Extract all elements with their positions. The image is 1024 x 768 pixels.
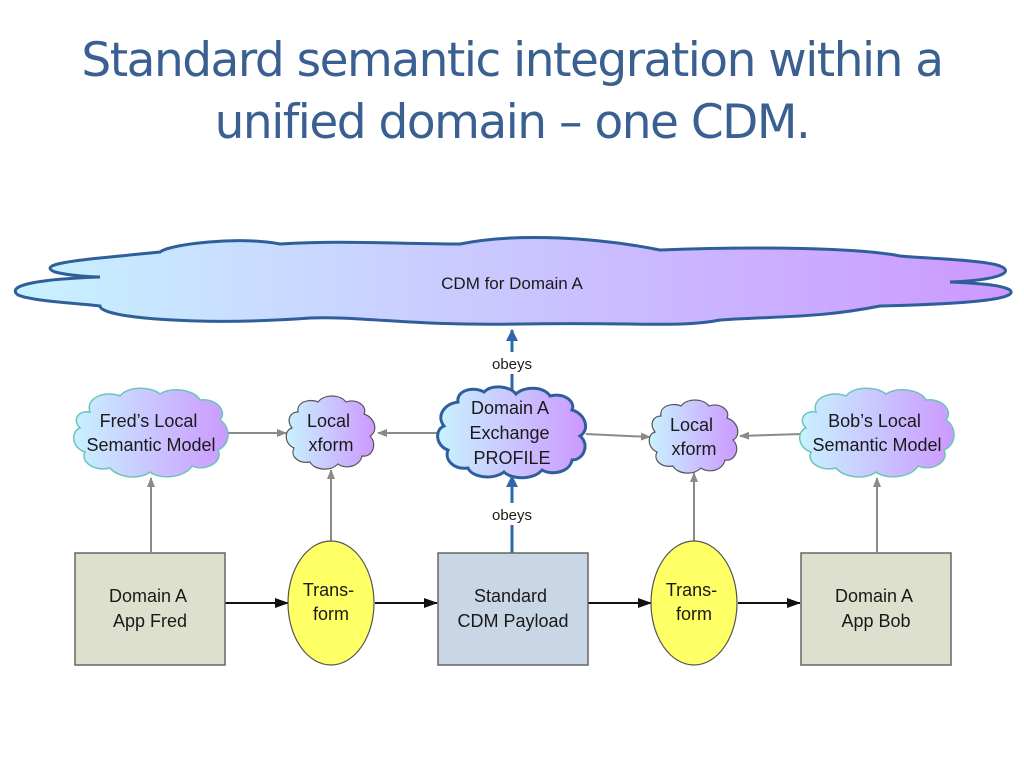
profile-line1: Domain A: [471, 398, 549, 418]
cdm-cloud-shape: [14, 235, 1013, 326]
right-xform-line1: Local: [670, 415, 713, 435]
bob-model-line2: Semantic Model: [812, 435, 941, 455]
left-transform-line1: Trans-: [303, 580, 354, 600]
bob-model-cloud-shape: [799, 387, 955, 478]
obeys-label-bottom: obeys: [492, 507, 532, 524]
slide-title: Standard semantic integration within a u…: [0, 30, 1024, 154]
profile-line2: Exchange: [469, 423, 549, 443]
right-xform-line2: xform: [672, 439, 717, 459]
app-fred-box: Domain A App Fred: [74, 552, 226, 666]
payload-rect: [437, 552, 589, 666]
svg-text:Fred’s Local Semantic Mo: Fred’s Local Semantic Model: [86, 411, 215, 455]
bob-model-line1: Bob’s Local: [828, 411, 921, 431]
left-transform-ellipse: [287, 540, 375, 666]
left-transform-line2: form: [313, 604, 349, 624]
right-transform-line2: form: [676, 604, 712, 624]
profile-cloud: Domain A Exchange PROFILE: [436, 385, 588, 480]
svg-text:Local xform: Local xform: [307, 411, 355, 455]
left-xform-cloud-shape: [285, 395, 376, 470]
app-bob-line2: App Bob: [841, 611, 910, 631]
right-xform-cloud-shape: [648, 399, 739, 474]
bob-model-cloud: Bob’s Local Semantic Model: [799, 387, 955, 478]
app-bob-rect: [800, 552, 952, 666]
payload-line2: CDM Payload: [457, 611, 568, 631]
right-transform-node: Trans- form: [650, 540, 738, 666]
left-xform-cloud: Local xform: [285, 395, 376, 470]
obeys-bottom-bg: [486, 503, 538, 525]
payload-box: Standard CDM Payload: [437, 552, 589, 666]
svg-text:Domain A App Fred: Domain A App Fred: [109, 586, 191, 631]
fred-model-line2: Semantic Model: [86, 435, 215, 455]
title-line-2: unified domain – one CDM.: [214, 95, 811, 150]
right-transform-line1: Trans-: [666, 580, 717, 600]
obeys-top-bg: [486, 352, 538, 374]
svg-text:Bob’s Local Semantic Mod: Bob’s Local Semantic Model: [812, 411, 941, 455]
svg-text:Trans- form: Trans- form: [666, 580, 722, 624]
app-fred-line2: App Fred: [113, 611, 187, 631]
app-fred-rect: [74, 552, 226, 666]
right-transform-ellipse: [650, 540, 738, 666]
payload-line1: Standard: [474, 586, 547, 606]
fred-model-cloud: Fred’s Local Semantic Model: [73, 387, 229, 478]
arrow-profile-to-right-xform: [585, 432, 651, 441]
title-line-1: Standard semantic integration within a: [81, 33, 944, 88]
app-fred-line1: Domain A: [109, 586, 187, 606]
app-bob-line1: Domain A: [835, 586, 913, 606]
svg-text:Domain A Exchange: Domain A Exchange PROFILE: [469, 398, 554, 468]
svg-text:Local xform: Local xform: [670, 415, 718, 459]
obeys-label-top: obeys: [492, 356, 532, 373]
svg-text:Trans- form: Trans- form: [303, 580, 359, 624]
fred-model-line1: Fred’s Local: [100, 411, 198, 431]
left-xform-line2: xform: [309, 435, 354, 455]
cdm-cloud-label: CDM for Domain A: [441, 274, 583, 293]
fred-model-cloud-shape: [73, 387, 229, 478]
left-transform-node: Trans- form: [287, 540, 375, 666]
right-xform-cloud: Local xform: [648, 399, 739, 474]
svg-text:Standard CDM Payload: Standard CDM Payload: [457, 586, 568, 631]
profile-cloud-shape: [436, 385, 588, 480]
app-bob-box: Domain A App Bob: [800, 552, 952, 666]
profile-line3: PROFILE: [473, 448, 550, 468]
svg-text:Domain A App Bob: Domain A App Bob: [835, 586, 917, 631]
cdm-cloud: CDM for Domain A: [14, 235, 1013, 326]
arrow-bob-model-to-xform: [739, 431, 803, 440]
left-xform-line1: Local: [307, 411, 350, 431]
